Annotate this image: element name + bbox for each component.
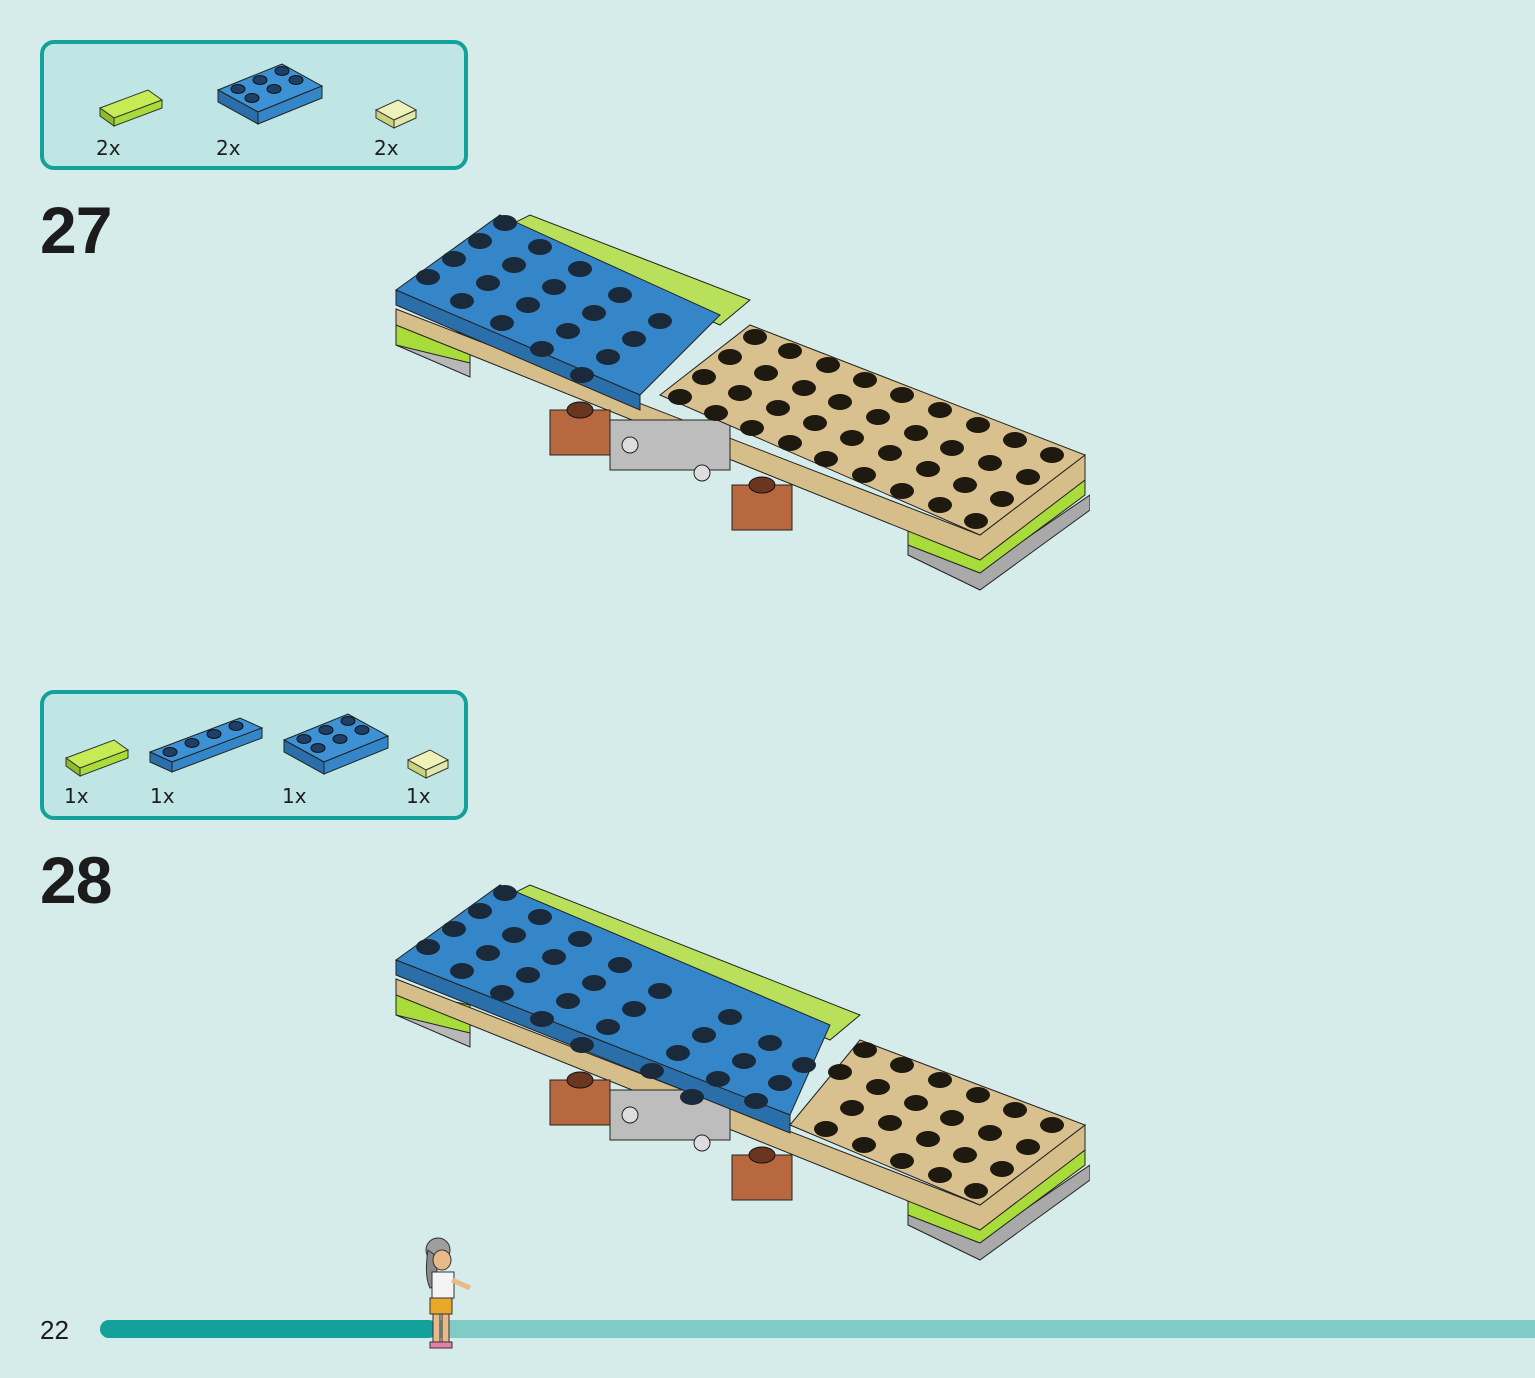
part-qty: 2x bbox=[216, 136, 241, 160]
parts-callout-step-27: 2x 2x 2x bbox=[40, 40, 468, 170]
blue-plate-1x4-icon bbox=[148, 717, 264, 773]
yellow-tile-icon bbox=[406, 749, 450, 779]
step-27-model-illustration bbox=[394, 214, 1090, 591]
step-28-model-illustration bbox=[394, 884, 1090, 1261]
step-number: 27 bbox=[40, 193, 112, 267]
part-qty: 1x bbox=[64, 784, 89, 808]
part-qty: 2x bbox=[96, 136, 121, 160]
parts-callout-step-28: 1x 1x 1x 1x bbox=[40, 690, 468, 820]
part-qty: 1x bbox=[150, 784, 175, 808]
blue-plate-icon bbox=[216, 63, 324, 125]
yellow-tile-icon bbox=[374, 99, 418, 129]
minifigure-icon bbox=[425, 1237, 472, 1349]
page-number: 22 bbox=[40, 1315, 69, 1345]
part-qty: 1x bbox=[282, 784, 307, 808]
progress-fill bbox=[100, 1320, 437, 1338]
part-qty: 1x bbox=[406, 784, 431, 808]
lime-tile-icon bbox=[98, 89, 164, 127]
part-qty: 2x bbox=[374, 136, 399, 160]
blue-plate-icon bbox=[282, 713, 390, 775]
progress-track bbox=[100, 1320, 1535, 1338]
step-number: 28 bbox=[40, 843, 112, 917]
lime-tile-icon bbox=[64, 739, 130, 777]
